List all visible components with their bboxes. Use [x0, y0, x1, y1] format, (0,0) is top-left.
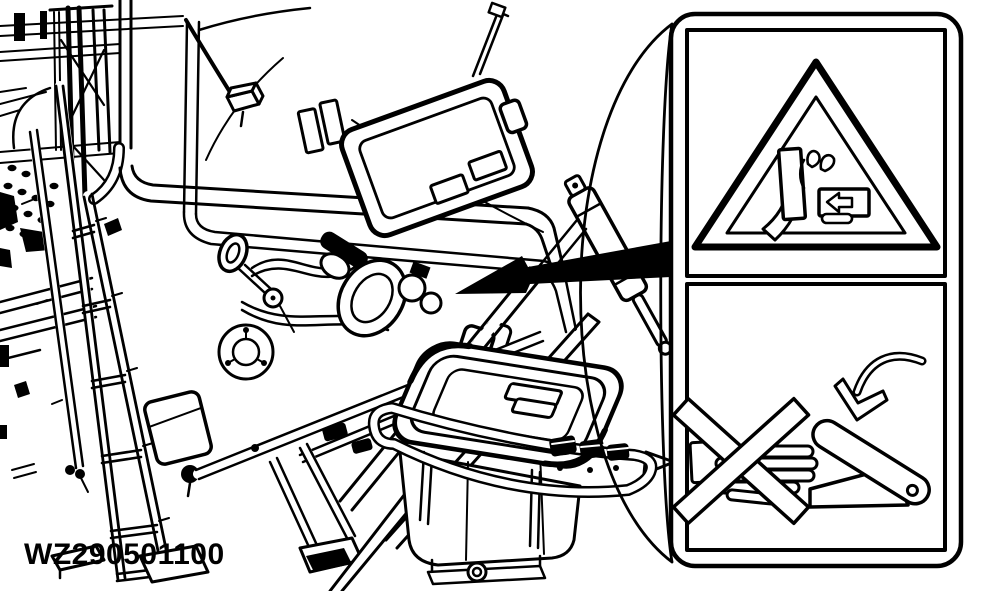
- antenna: [471, 8, 510, 78]
- pump: [336, 258, 408, 338]
- figure-code: WZ290501100: [24, 538, 225, 571]
- control-knob: [217, 232, 249, 274]
- callout-arrow: [455, 241, 671, 294]
- rinse-tank-lid: [392, 341, 624, 469]
- motion-direction-glyph: [825, 191, 854, 214]
- callout-balloon: [579, 22, 674, 564]
- background-structures: [0, 0, 184, 203]
- closing-lever-icon: [811, 418, 931, 506]
- flange-wheel: [217, 323, 275, 381]
- access-ladder: [54, 81, 210, 584]
- hand-crushed-between-parts-icon: [761, 146, 871, 242]
- rinse-tank: [398, 450, 582, 567]
- warning-decal: [668, 11, 964, 569]
- tank-rail: [367, 402, 676, 586]
- hand-crush-warning-triangle-icon: [691, 58, 941, 251]
- lever-closing-direction-arrow-icon: [833, 351, 927, 422]
- hoses: [240, 256, 390, 332]
- tank-body: [118, 6, 578, 334]
- crossed-out-hand-icon: [671, 396, 819, 526]
- rear-window: [339, 1, 535, 239]
- do-not-place-hand-pictogram: [671, 351, 931, 526]
- walkway-grate: [0, 126, 122, 580]
- fingers: [806, 149, 836, 173]
